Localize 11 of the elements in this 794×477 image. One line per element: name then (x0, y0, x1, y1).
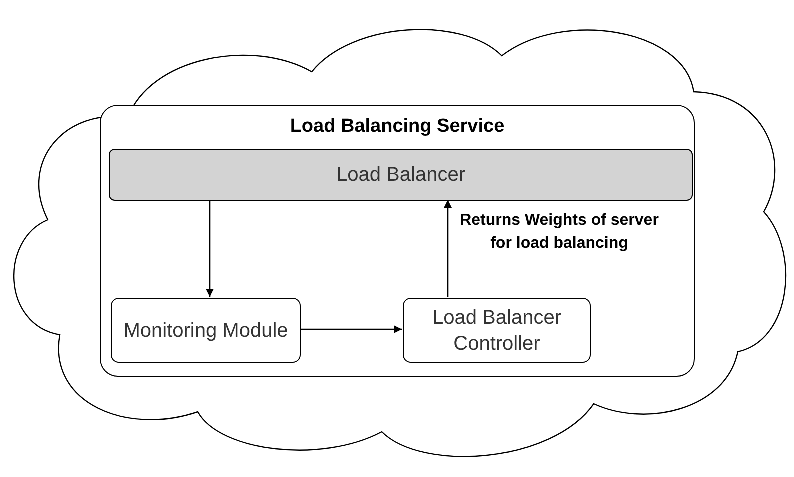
container-title: Load Balancing Service (289, 116, 506, 138)
node-label: Monitoring Module (122, 318, 290, 344)
service-container (100, 105, 695, 377)
node-label: Load Balancer (336, 163, 466, 188)
arrow (300, 326, 402, 334)
node-label: Load Balancer Controller (432, 306, 562, 356)
arrow (444, 200, 452, 297)
load-balancer-bar (109, 149, 693, 201)
arrow (206, 200, 214, 297)
module-box (111, 298, 301, 363)
controller-box (403, 298, 591, 363)
